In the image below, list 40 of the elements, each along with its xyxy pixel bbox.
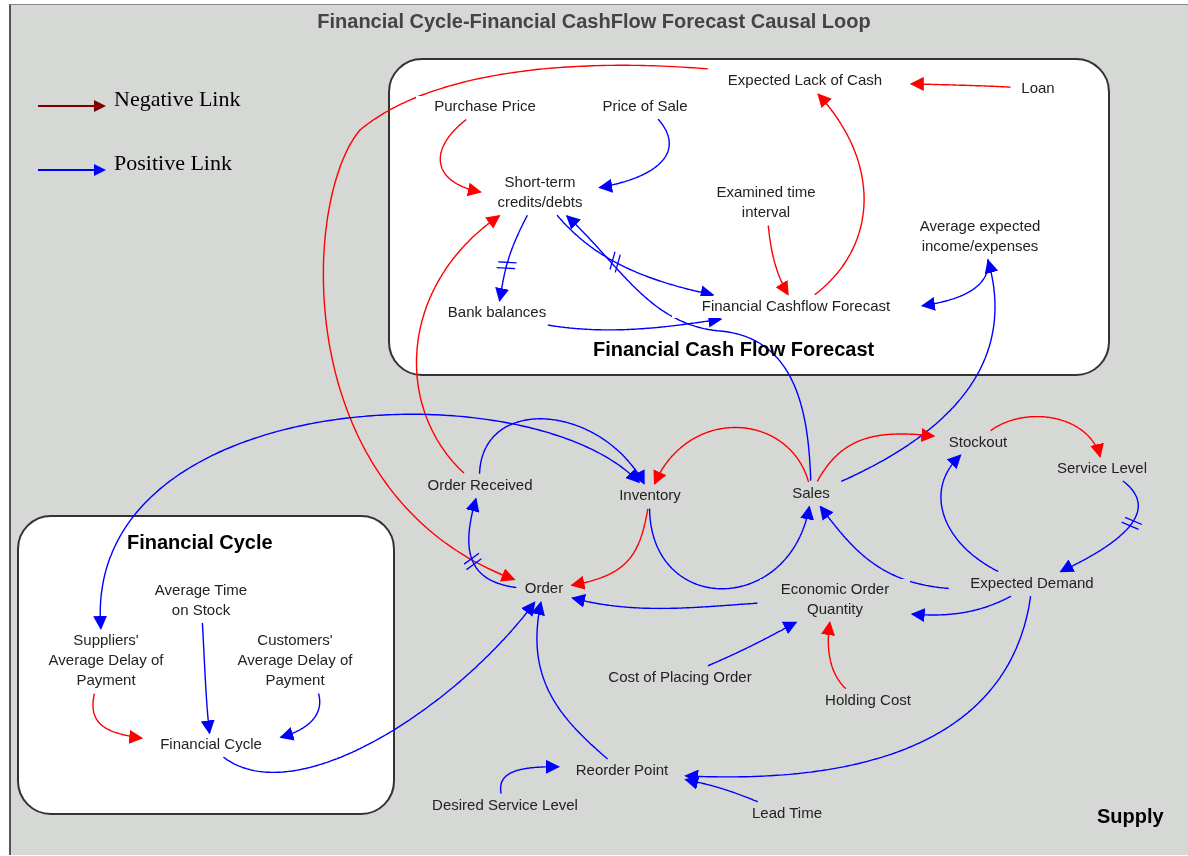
causal-link-arrow bbox=[465, 497, 517, 589]
causal-link-arrow bbox=[821, 621, 847, 690]
causal-link-arrow bbox=[222, 601, 536, 774]
causal-link-arrow bbox=[200, 622, 215, 735]
group-panel bbox=[388, 58, 1110, 376]
causal-link-arrow bbox=[819, 505, 950, 590]
causal-link-arrow bbox=[814, 93, 865, 296]
causal-link-arrow bbox=[920, 258, 989, 311]
legend-label: Negative Link bbox=[114, 86, 241, 112]
causal-link-arrow bbox=[439, 118, 482, 197]
causal-link-arrow bbox=[648, 505, 814, 590]
causal-link-arrow bbox=[707, 621, 798, 667]
causal-link-arrow bbox=[816, 428, 936, 483]
causal-link-arrow bbox=[531, 600, 609, 760]
causal-link-arrow bbox=[910, 595, 1012, 623]
causal-link-arrow bbox=[570, 508, 649, 590]
region-label: Supply bbox=[1097, 805, 1164, 828]
legend-label: Positive Link bbox=[114, 150, 232, 176]
causal-link-arrow bbox=[322, 64, 709, 582]
causal-link-arrow bbox=[499, 759, 560, 795]
causal-link-arrow bbox=[989, 415, 1104, 458]
causal-link-arrow bbox=[93, 413, 640, 630]
diagram-title: Financial Cycle-Financial CashFlow Forecast Causal Loop bbox=[317, 10, 871, 33]
causal-link-arrow bbox=[495, 214, 529, 303]
causal-link-arrow bbox=[653, 426, 810, 485]
group-heading: Financial Cycle bbox=[127, 531, 273, 554]
causal-link-arrow bbox=[279, 692, 321, 741]
causal-link-arrow bbox=[415, 214, 501, 474]
causal-link-arrow bbox=[92, 693, 144, 744]
causal-link-arrow bbox=[565, 214, 812, 482]
causal-link-arrow bbox=[909, 76, 1012, 91]
causal-link-arrow bbox=[478, 418, 645, 485]
causal-link-arrow bbox=[940, 454, 999, 573]
causal-link-arrow bbox=[598, 118, 670, 193]
causal-link-arrow bbox=[840, 259, 999, 483]
causal-link-arrow bbox=[684, 775, 759, 803]
causal-link-arrow bbox=[571, 593, 759, 610]
group-panel bbox=[17, 515, 395, 815]
causal-link-arrow bbox=[767, 224, 789, 296]
causal-link-arrow bbox=[1059, 480, 1139, 573]
